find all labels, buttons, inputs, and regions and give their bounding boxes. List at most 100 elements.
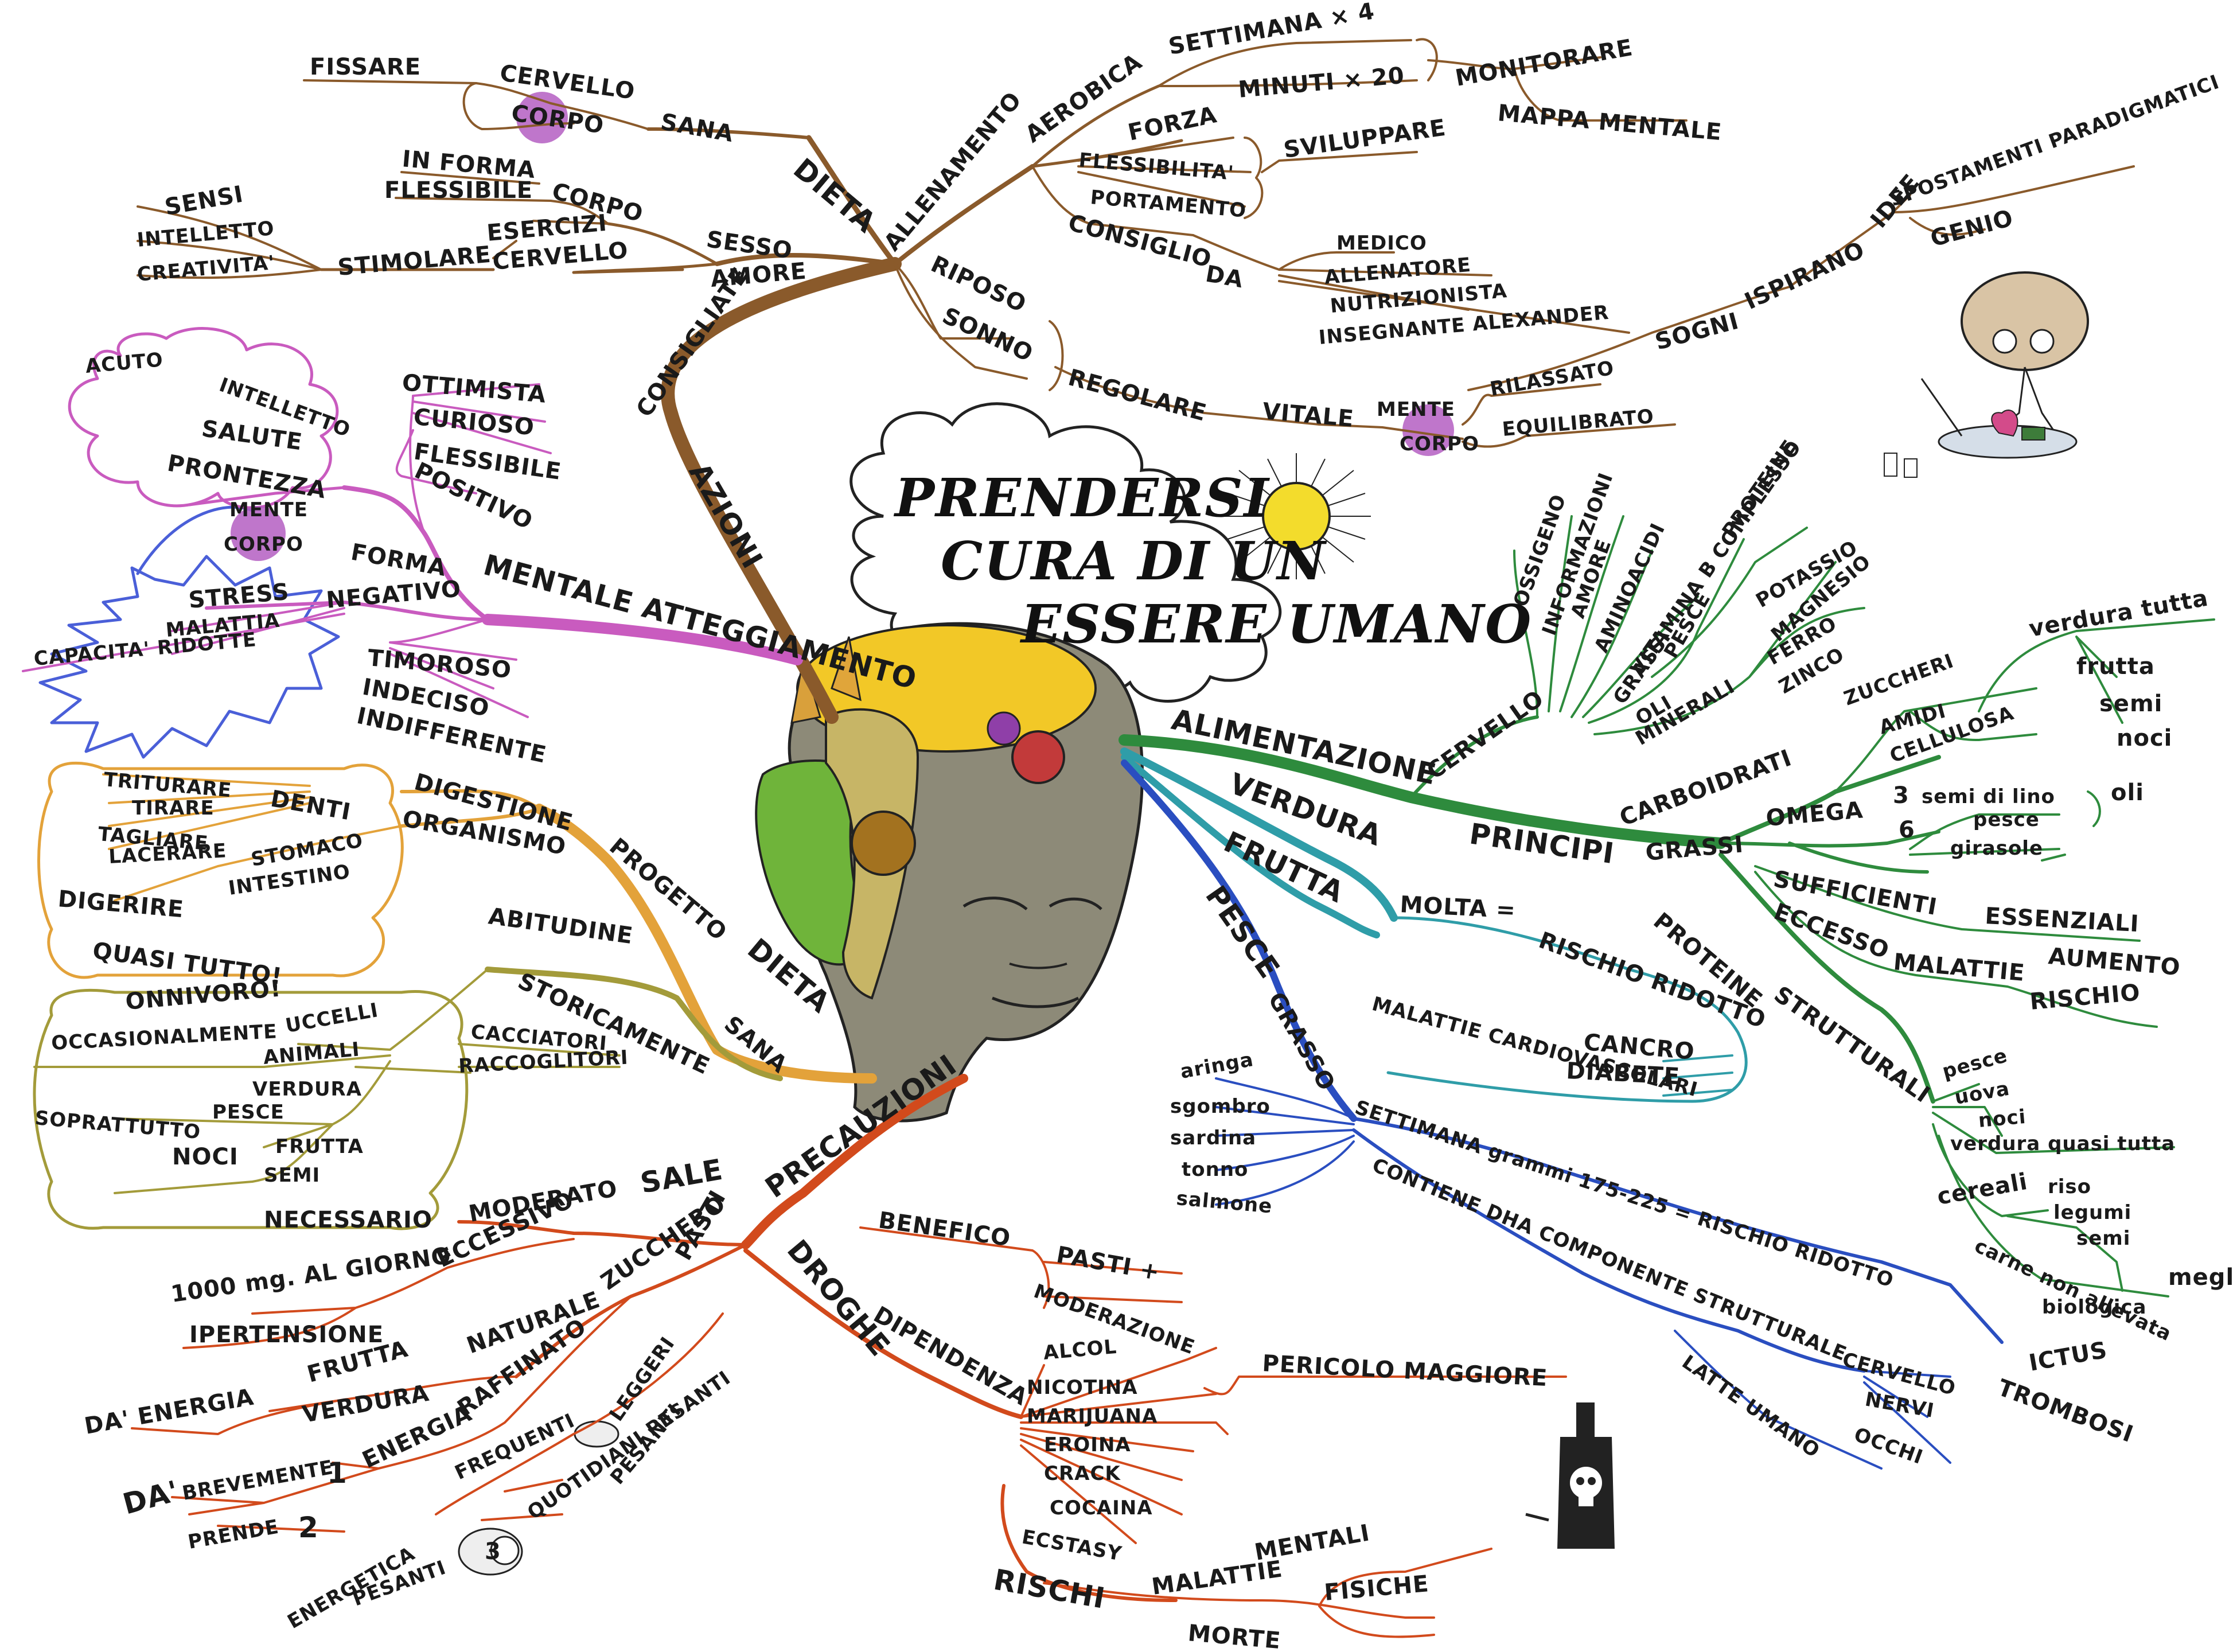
- label-dieta: DIETA: [787, 152, 882, 240]
- label-brevemente: BREVEMENTE: [181, 1456, 336, 1505]
- head-illustration: [755, 622, 1144, 1123]
- dieta-labels: DIETA SANA PROGETTO DIGESTIONE ORGANISMO…: [34, 768, 836, 1187]
- label-equilibrato: EQUILIBRATO: [1501, 405, 1655, 441]
- label-flessibilita: FLESSIBILITA': [1078, 149, 1235, 185]
- label-cervello-p: CERVELLO: [1840, 1348, 1958, 1400]
- label-molta: MOLTA =: [1399, 891, 1516, 924]
- label-1: 1: [327, 1456, 348, 1490]
- label-mentali: MENTALI: [1253, 1519, 1372, 1566]
- label-soprattutto: SOPRATTUTTO: [34, 1106, 201, 1144]
- verdura-branches: [1120, 747, 1748, 1103]
- label-mente: MENTE: [1377, 398, 1455, 421]
- label-noci-a: noci: [2117, 725, 2172, 751]
- label-tirare: TIRARE: [132, 797, 215, 820]
- label-trombosi: TROMBOSI: [1994, 1374, 2137, 1448]
- label-cocaina: COCAINA: [1050, 1497, 1153, 1519]
- label-rilassato: RILASSATO: [1488, 356, 1616, 400]
- label-salmone: salmone: [1175, 1187, 1273, 1218]
- label-verdura-d: VERDURA: [252, 1078, 362, 1101]
- label-droghe: DROGHE: [781, 1233, 897, 1362]
- label-diabete: DIABETE: [1565, 1058, 1681, 1090]
- label-ispirano: ISPIRANO: [1741, 236, 1869, 315]
- central-title: PRENDERSI CURA DI UN ESSERE UMANO: [893, 467, 1532, 655]
- label-pasti-plus: PASTI +: [1054, 1242, 1162, 1286]
- label-3-p: 3: [485, 1538, 501, 1565]
- label-carne: carne non allevata: [1971, 1234, 2175, 1346]
- precauzioni-branches: [131, 1074, 1567, 1638]
- title-line-2: CURA DI UN: [941, 530, 1327, 592]
- label-verdura-p: VERDURA: [301, 1380, 431, 1428]
- label-proteine-a: PROTEINE: [1718, 435, 1802, 542]
- label-morte: MORTE: [1187, 1620, 1282, 1652]
- label-cervello-a: CERVELLO: [1422, 685, 1549, 785]
- title-line-1: PRENDERSI: [893, 467, 1271, 529]
- label-noci-d: NOCI: [172, 1144, 239, 1170]
- label-crack: CRACK: [1044, 1462, 1121, 1485]
- label-sgombro: sgombro: [1170, 1095, 1271, 1118]
- label-fisiche: FISICHE: [1323, 1571, 1430, 1606]
- label-abitudine: ABITUDINE: [487, 903, 635, 949]
- label-acuto: ACUTO: [84, 348, 164, 378]
- label-da: DA': [119, 1474, 182, 1521]
- label-nicotina: NICOTINA: [1027, 1376, 1138, 1399]
- digestione-cloud: [37, 761, 404, 979]
- label-fissare: FISSARE: [310, 54, 421, 80]
- label-mg: 1000 mg. AL GIORNO: [169, 1242, 453, 1308]
- label-creativita: CREATIVITA': [136, 251, 276, 286]
- label-meglio: meglio: [2168, 1264, 2233, 1291]
- label-mappa-mentale: MAPPA MENTALE: [1497, 100, 1723, 146]
- label-verdura-tutta: verdura tutta: [2027, 585, 2211, 642]
- label-sardina: sardina: [1170, 1127, 1256, 1150]
- label-sonno: SONNO: [938, 302, 1037, 367]
- label-nervi: NERVI: [1863, 1388, 1936, 1423]
- label-uccelli: UCCELLI: [284, 999, 380, 1038]
- label-omega: OMEGA: [1765, 797, 1864, 832]
- plate-icon: [458, 1420, 619, 1576]
- brain-character-icon: [1884, 271, 2089, 478]
- label-benefico: BENEFICO: [877, 1207, 1012, 1252]
- label-oli-a2: oli: [2111, 780, 2144, 806]
- label-sensi: SENSI: [163, 181, 245, 221]
- mentale-labels: MENTALE ATTEGGIAMENTO POSITIVO OTTIMISTA…: [33, 348, 920, 769]
- stress-cloud: [38, 555, 340, 759]
- pesce-branches: [1121, 759, 2004, 1470]
- label-sogni: SOGNI: [1653, 308, 1742, 356]
- label-biologica: biologica: [2042, 1296, 2146, 1319]
- label-digerire: DIGERIRE: [57, 886, 185, 923]
- label-ipertensione: IPERTENSIONE: [189, 1322, 384, 1348]
- label-girasole: girasole: [1950, 837, 2043, 860]
- label-malattie-a: MALATTIE: [1892, 949, 2026, 987]
- label-monitorare: MONITORARE: [1453, 34, 1635, 92]
- onnivoro-cloud: [33, 988, 469, 1230]
- label-ictus: ICTUS: [2027, 1337, 2110, 1377]
- label-legumi: legumi: [2053, 1201, 2131, 1224]
- sun-icon: [1222, 453, 1371, 579]
- label-semi-d: SEMI: [264, 1164, 320, 1187]
- label-da: DA: [1203, 261, 1245, 294]
- label-prende: PRENDE: [186, 1515, 281, 1554]
- label-flessibile: FLESSIBILE: [384, 177, 533, 204]
- label-onnivoro: ONNIVORO!: [124, 975, 282, 1015]
- label-regolare: REGOLARE: [1065, 364, 1209, 426]
- label-riposo: RIPOSO: [927, 251, 1031, 318]
- title-line-3: ESSERE UMANO: [1019, 593, 1532, 655]
- mentale-cloud: [68, 327, 339, 509]
- label-semi-a2: semi: [2076, 1227, 2130, 1250]
- label-rischio-a: RISCHIO: [2029, 979, 2141, 1015]
- label-eroina: EROINA: [1044, 1433, 1131, 1456]
- label-rischi: RISCHI: [991, 1563, 1108, 1615]
- label-genio: GENIO: [1928, 205, 2016, 252]
- label-stress: STRESS: [188, 579, 290, 614]
- label-pesce-a2: pesce: [1973, 808, 2040, 831]
- dieta-branches: [102, 773, 877, 1084]
- label-consiglio: CONSIGLIO: [1065, 209, 1214, 273]
- label-settimana: SETTIMANA × 4: [1167, 0, 1377, 60]
- label-latte: LATTE UMANO: [1678, 1351, 1824, 1463]
- label-intestino: INTESTINO: [227, 860, 352, 899]
- label-pesce-d: PESCE: [212, 1101, 285, 1124]
- label-ecstasy: ECSTASY: [1020, 1525, 1124, 1565]
- label-necessario: NECESSARIO: [264, 1207, 432, 1233]
- label-6: 6: [1899, 817, 1915, 843]
- label-vitale: VITALE: [1261, 398, 1355, 433]
